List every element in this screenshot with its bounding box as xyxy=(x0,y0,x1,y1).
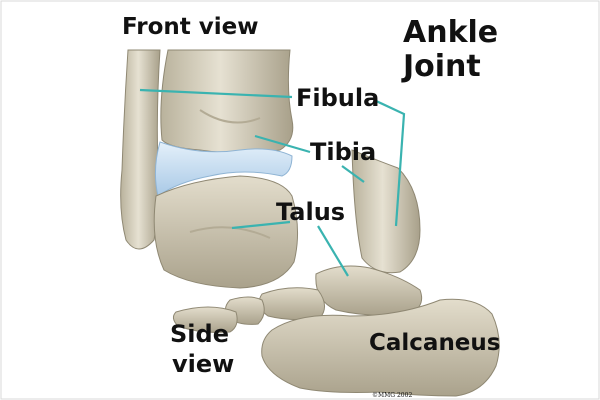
side-view-label-line2: view xyxy=(172,352,234,376)
front-tibia-bone xyxy=(161,50,293,153)
title-line1: Ankle xyxy=(403,18,498,48)
tibia-label: Tibia xyxy=(310,140,376,164)
fibula-label: Fibula xyxy=(296,86,379,110)
talus-label: Talus xyxy=(276,200,345,224)
front-view-label: Front view xyxy=(122,16,258,39)
side-navicular-bone xyxy=(259,288,324,320)
title-line2: Joint xyxy=(403,52,481,82)
side-fibula-bone xyxy=(352,150,420,273)
calcaneus-label: Calcaneus xyxy=(369,332,500,355)
side-talus-bone xyxy=(316,266,422,315)
side-view-label-line1: Side xyxy=(170,322,229,346)
copyright-notice: ©MMG 2002 xyxy=(372,393,412,399)
front-talus-bone xyxy=(154,176,297,288)
front-view-bones xyxy=(121,50,298,288)
